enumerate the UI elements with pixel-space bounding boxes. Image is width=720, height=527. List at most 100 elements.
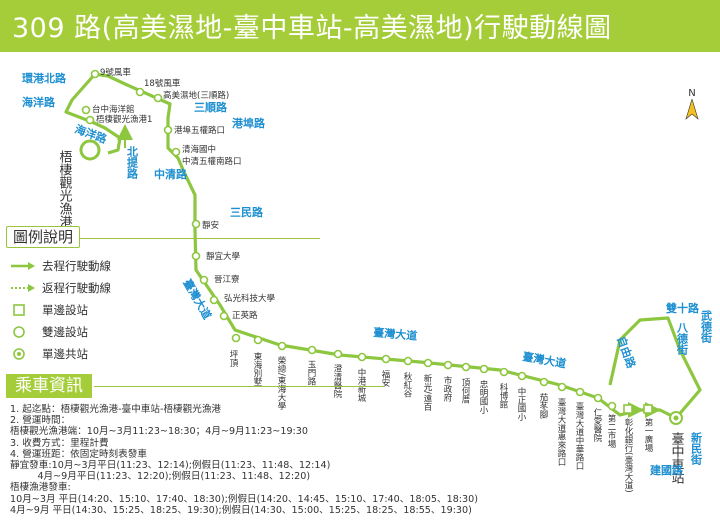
stop-label: 中港新城 xyxy=(356,367,366,403)
stop-label: 中正國小 xyxy=(516,386,526,422)
outbound-line-icon xyxy=(10,260,36,272)
stop-marker xyxy=(191,251,201,261)
stop-label: 清海國中 xyxy=(182,144,216,155)
stop-label: 新光/遠百 xyxy=(422,373,432,411)
legend-outbound-label: 去程行駛動線 xyxy=(42,259,111,273)
header-bar: 309 路(高美濕地-臺中車站-高美濕地)行駛動線圖 xyxy=(0,0,720,52)
stop-marker xyxy=(231,333,241,343)
legend-title: 圖例說明 xyxy=(6,226,80,248)
route-map: 9號風車 18號風車 高美濕地(三順路) 台中海洋館 梧棲觀光漁港1 港埠五權路… xyxy=(22,67,713,493)
info-title: 乘車資訊 xyxy=(6,374,92,398)
stop-marker xyxy=(607,401,617,411)
stop-label: 茄苳腳 xyxy=(538,392,548,419)
stop-label: 東海別墅 xyxy=(252,351,262,386)
stop-label: 9號風車 xyxy=(100,67,131,78)
stop-label: 榮總/東海大學 xyxy=(276,355,286,410)
info-line: 梧棲觀光漁港端：10月~3月11:23~18:30；4月~9月11:23~19:… xyxy=(10,426,308,438)
info-line: 2. 營運時間： xyxy=(10,415,71,427)
square-stop-icon xyxy=(10,304,36,316)
stop-marker xyxy=(333,349,343,359)
stop-marker xyxy=(219,311,229,321)
road-label: 環港北路 xyxy=(22,71,67,85)
road-label: 八德街 xyxy=(676,322,690,356)
taichung-station-label: 臺中車站 xyxy=(669,432,685,484)
fish-port-loop xyxy=(79,139,101,161)
stop-label: 台中海洋館 xyxy=(92,104,135,115)
stop-label: 福安 xyxy=(380,369,390,388)
stop-label: 彰化銀行(臺灣大道) xyxy=(623,417,633,492)
road-label: 雙十路 xyxy=(666,301,700,315)
stop-marker xyxy=(575,387,585,397)
legend-single-stop: 單邊設站 xyxy=(10,302,88,318)
shared-stop-icon xyxy=(10,348,36,360)
stop-marker xyxy=(191,219,201,229)
info-line: 3. 收費方式：里程計費 xyxy=(10,437,109,449)
single-side-stops xyxy=(623,404,653,414)
stop-marker xyxy=(209,295,219,305)
legend-divider xyxy=(80,238,320,239)
road-label: 港埠路 xyxy=(232,116,266,130)
stop-marker xyxy=(381,354,391,364)
legend-shared-stop: 單邊共站 xyxy=(10,346,88,362)
stop-marker xyxy=(443,360,453,370)
road-label: 三順路 xyxy=(194,100,228,114)
stop-marker xyxy=(85,115,95,125)
info-line: 1. 起迄點：梧棲觀光漁港-臺中車站-梧棲觀光漁港 xyxy=(10,404,222,415)
circle-stop-icon xyxy=(10,326,36,338)
stop-label: 港埠五權路口 xyxy=(174,125,225,136)
legend-return-label: 返程行駛動線 xyxy=(42,281,111,295)
avenue-stop-labels: 坪頂 東海別墅 榮總/東海大學 玉門路 澄清醫院 中港新城 福安 秋紅谷 新光/… xyxy=(228,350,653,493)
stop-marker xyxy=(357,352,367,362)
road-label: 三民路 xyxy=(230,205,264,219)
return-line-icon xyxy=(10,282,36,294)
legend-outbound: 去程行駛動線 xyxy=(10,258,111,274)
stop-marker xyxy=(403,356,413,366)
stop-marker xyxy=(593,393,603,403)
info-line: 10月~3月 平日(14:20、15:10、17:40、18:30);例假日(1… xyxy=(10,493,478,505)
stop-marker xyxy=(135,87,145,97)
stop-label: 頂何厝 xyxy=(460,378,470,404)
stop-marker xyxy=(253,335,263,345)
north-arrow: N xyxy=(680,88,704,122)
stop-label: 正英路 xyxy=(232,310,258,321)
road-label: 海洋路 xyxy=(22,95,56,109)
stop-label: 晉江寮 xyxy=(214,274,240,285)
legend-return: 返程行駛動線 xyxy=(10,280,111,296)
legend-double-stop: 雙邊設站 xyxy=(10,324,88,340)
stop-marker xyxy=(643,404,653,414)
stop-marker xyxy=(623,404,633,414)
info-line: 靜宜發車:10月~3月平日(11:23、12:14);例假日(11:23、11:… xyxy=(10,460,331,472)
stop-label: 玉門路 xyxy=(306,360,316,386)
road-label: 海洋路 xyxy=(73,122,110,147)
stop-label: 高美濕地(三順路) xyxy=(163,90,229,101)
stop-label: 坪頂 xyxy=(228,350,238,368)
road-label: 新民街 xyxy=(690,431,704,466)
stop-label: 科博館 xyxy=(498,382,508,409)
stop-marker xyxy=(277,341,287,351)
info-line: 梧棲漁港發車: xyxy=(10,482,71,494)
fish-port-label: 梧棲觀光漁港 xyxy=(57,150,73,228)
stop-marker xyxy=(163,125,173,135)
stop-label: 臺灣大道惠來路口 xyxy=(556,397,566,466)
stop-label: 18號風車 xyxy=(144,78,181,89)
road-label: 北提路 xyxy=(126,145,139,180)
stop-marker xyxy=(461,362,471,372)
stop-label: 靜宜大學 xyxy=(206,251,241,262)
stop-marker xyxy=(517,371,527,381)
north-label: N xyxy=(688,88,696,99)
stop-label: 中清五權南路口 xyxy=(182,156,242,167)
info-line: 4月~9月 平日(14:30、15:25、18:25、19:30);例假日(14… xyxy=(10,504,472,516)
info-line: 4. 營運班距：依固定時刻表發車 xyxy=(10,448,147,460)
route-line xyxy=(64,72,702,420)
stop-label: 第一廣場 xyxy=(643,417,653,453)
stop-marker xyxy=(307,345,317,355)
info-divider xyxy=(94,386,384,387)
stop-label: 市政府 xyxy=(442,375,452,402)
stop-label: 臺灣大道中華路口 xyxy=(574,401,584,470)
legend-double-stop-label: 雙邊設站 xyxy=(42,325,88,339)
stop-marker xyxy=(81,105,91,115)
terminal-marker-core xyxy=(673,415,679,421)
page-title: 309 路(高美濕地-臺中車站-高美濕地)行駛動線圖 xyxy=(12,13,612,44)
road-label: 臺灣大道 xyxy=(373,325,418,343)
stop-marker xyxy=(90,69,100,79)
